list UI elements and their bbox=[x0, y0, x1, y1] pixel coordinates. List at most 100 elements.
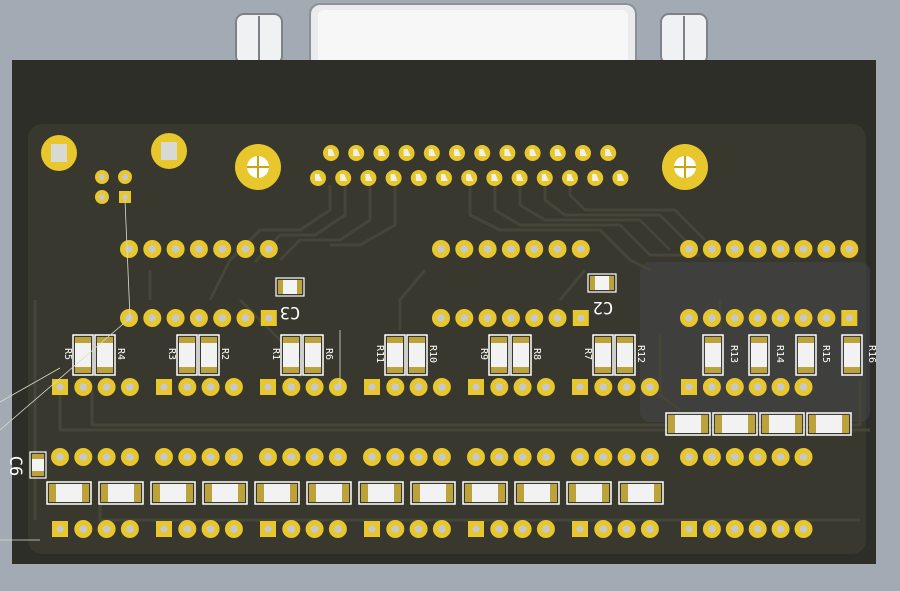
resistor-r1 bbox=[280, 334, 302, 376]
connector-pin-row2 bbox=[385, 170, 402, 186]
header-pin bbox=[490, 520, 509, 538]
header-pin bbox=[536, 448, 555, 466]
label-r8: R8 bbox=[531, 348, 542, 360]
header-pin bbox=[282, 448, 301, 466]
header-pin bbox=[432, 520, 451, 538]
header-pin bbox=[513, 448, 532, 466]
ic-pin bbox=[189, 309, 208, 327]
trace bbox=[58, 395, 870, 432]
capacitor-c3 bbox=[275, 277, 305, 297]
small-pad bbox=[95, 170, 109, 184]
ic-pin bbox=[748, 240, 767, 258]
header-pin bbox=[224, 378, 243, 396]
header-pin bbox=[771, 378, 790, 396]
ic-pin bbox=[143, 309, 162, 327]
smd-resistor bbox=[306, 481, 352, 505]
label-r16: R16 bbox=[866, 345, 877, 363]
header-pin bbox=[386, 520, 405, 538]
small-pad bbox=[95, 190, 109, 204]
header-pin bbox=[725, 448, 744, 466]
connector-pin-row2 bbox=[310, 170, 326, 186]
header-pin-square bbox=[572, 521, 588, 537]
header-pin bbox=[259, 448, 277, 466]
label-r4: R4 bbox=[115, 348, 126, 360]
header-pin bbox=[794, 378, 813, 396]
resistor-r8 bbox=[510, 334, 532, 376]
trace bbox=[518, 185, 672, 252]
header-pin bbox=[640, 448, 659, 466]
header-pin-square bbox=[260, 521, 276, 537]
header-pin bbox=[771, 520, 790, 538]
header-pin bbox=[490, 448, 509, 466]
label-r12: R12 bbox=[635, 345, 646, 363]
trace bbox=[658, 335, 681, 412]
header-pin-square bbox=[681, 521, 697, 537]
ic-pin bbox=[548, 240, 567, 258]
label-r11: R11 bbox=[374, 345, 385, 363]
label-r1: R1 bbox=[270, 348, 281, 360]
resistor-r7 bbox=[592, 334, 614, 376]
resistor-r11 bbox=[384, 334, 406, 376]
ic-pin-square bbox=[260, 310, 277, 326]
header-pin-square bbox=[681, 379, 697, 395]
header-pin bbox=[702, 448, 721, 466]
ic-pin bbox=[120, 240, 138, 258]
header-pin-square bbox=[156, 379, 172, 395]
header-pin bbox=[748, 448, 767, 466]
header-pin bbox=[328, 378, 347, 396]
traces-layer bbox=[33, 185, 870, 522]
header-pin bbox=[120, 520, 139, 538]
ic-pin bbox=[455, 240, 474, 258]
label-r9: R9 bbox=[478, 348, 489, 360]
header-pin bbox=[282, 520, 301, 538]
header-pin bbox=[386, 448, 405, 466]
resistor-r13 bbox=[702, 334, 724, 376]
header-pin bbox=[409, 520, 428, 538]
header-pin bbox=[432, 448, 451, 466]
header-pin bbox=[594, 520, 613, 538]
connector-pin-row2 bbox=[335, 170, 352, 186]
connector-pin-row1 bbox=[449, 145, 465, 161]
header-pin bbox=[794, 448, 813, 466]
small-pad bbox=[118, 170, 132, 184]
header-pin bbox=[748, 378, 767, 396]
header-pin bbox=[328, 448, 347, 466]
header-pin-square bbox=[572, 379, 588, 395]
header-pin bbox=[155, 448, 173, 466]
pads-layer bbox=[41, 133, 859, 538]
label-c2: C2 bbox=[593, 297, 613, 317]
connector-pin-row2 bbox=[410, 170, 427, 186]
ic-pin bbox=[680, 309, 698, 327]
header-pin bbox=[617, 520, 636, 538]
trace bbox=[238, 298, 302, 378]
smd-resistor bbox=[150, 481, 196, 505]
trace bbox=[208, 185, 332, 301]
connector-pin-row1 bbox=[499, 145, 516, 161]
ic-pin bbox=[771, 240, 790, 258]
label-c3: C3 bbox=[280, 302, 300, 322]
header-pin bbox=[702, 378, 721, 396]
header-pin bbox=[594, 378, 613, 396]
ic-pin bbox=[501, 309, 520, 327]
resistor-r14 bbox=[748, 334, 770, 376]
ic-pin bbox=[432, 309, 450, 327]
ic-pin bbox=[189, 240, 208, 258]
label-r10: R10 bbox=[427, 345, 438, 363]
resistor-r15 bbox=[795, 334, 817, 376]
connector-pin-row2 bbox=[486, 170, 503, 186]
label-c6: C6 bbox=[5, 456, 25, 476]
smd-resistor bbox=[514, 481, 560, 505]
header-pin-square bbox=[156, 521, 172, 537]
header-pin bbox=[51, 448, 69, 466]
header-pin bbox=[794, 520, 813, 538]
power-pad bbox=[41, 135, 77, 171]
header-pin bbox=[680, 448, 698, 466]
connector-pin-row1 bbox=[373, 145, 390, 161]
label-r5: R5 bbox=[62, 348, 73, 360]
header-pin bbox=[328, 520, 347, 538]
header-pin bbox=[97, 448, 116, 466]
smd-resistor bbox=[618, 481, 664, 505]
trace bbox=[278, 185, 372, 262]
connector-pin-row1 bbox=[474, 145, 491, 161]
